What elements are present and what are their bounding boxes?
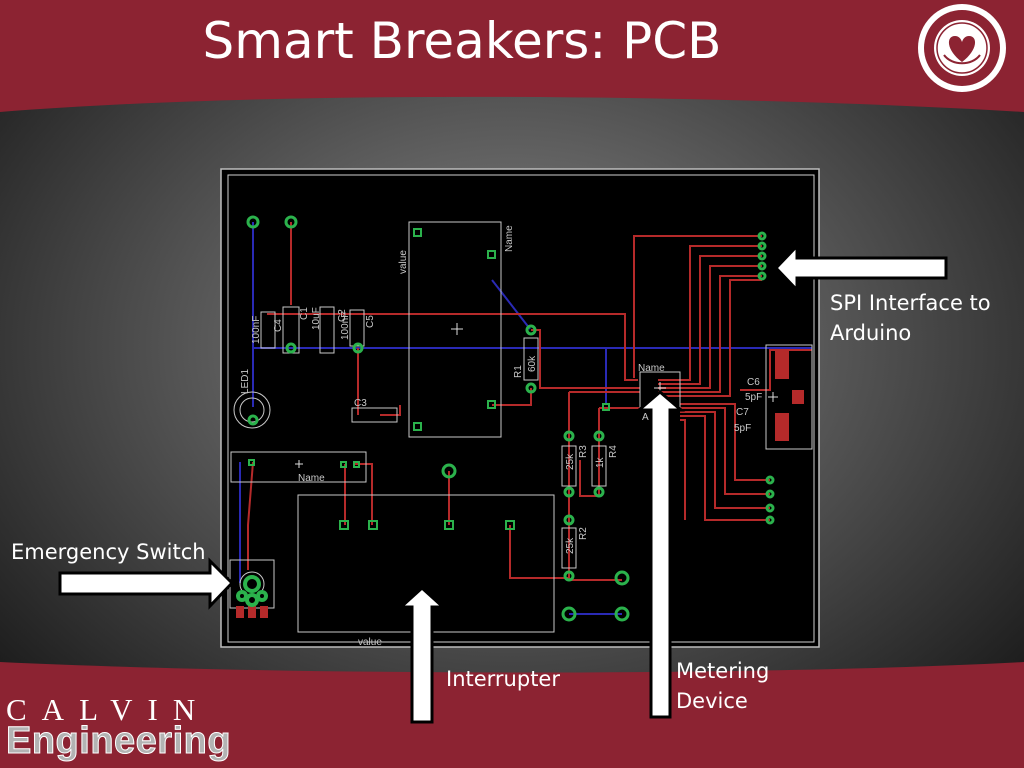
- metering-callout-line1: Metering: [676, 659, 770, 683]
- pcb-board: Name value R1 60k LED1 100nF C4 C1 10uF …: [220, 168, 820, 648]
- silk-chip-name: Name: [638, 363, 665, 374]
- spi-callout-label: SPI Interface to Arduino: [830, 288, 991, 348]
- square-pads: [248, 228, 610, 530]
- silk-led1: LED1: [240, 369, 251, 394]
- silk-c4: C4: [273, 319, 284, 332]
- silk-r3-value: 25k: [565, 453, 576, 470]
- silk-r1-value: 60k: [527, 355, 538, 372]
- silk-c7: C7: [736, 407, 749, 418]
- metering-arrow: [634, 390, 686, 719]
- spi-callout-line2: Arduino: [830, 321, 912, 345]
- silk-value-bottom: value: [358, 637, 382, 648]
- silk-c7-value: 5pF: [734, 423, 751, 434]
- silk-c2-value: 100nF: [340, 312, 351, 340]
- silk-r4-value: 1k: [595, 456, 606, 468]
- silk-c4-value: 100nF: [251, 316, 262, 344]
- silk-r2: R2: [578, 527, 589, 540]
- metering-callout-label: Metering Device: [676, 656, 769, 716]
- silk-r4: R4: [608, 445, 619, 458]
- header-band: [0, 0, 1024, 112]
- spi-callout-line1: SPI Interface to: [830, 291, 991, 315]
- footer-band: [0, 662, 1024, 768]
- silk-value-top: value: [398, 250, 409, 274]
- pcb-pads: [246, 215, 775, 622]
- component-outlines: [229, 221, 813, 633]
- silk-r3: R3: [578, 445, 589, 458]
- silk-c3: C3: [354, 398, 367, 409]
- switch-pad: [236, 575, 268, 607]
- silk-c6: C6: [747, 377, 760, 388]
- smd-pads: [236, 351, 804, 618]
- silk-chip-a: A: [642, 412, 649, 423]
- silk-c2: C2: [337, 309, 348, 322]
- emergency-callout-label: Emergency Switch: [11, 540, 206, 564]
- silk-c5: C5: [365, 315, 376, 328]
- logo-engineering: Engineering: [5, 720, 232, 763]
- silk-switch-name: Name: [298, 473, 325, 484]
- spi-arrow: [773, 242, 948, 294]
- silk-name-top: Name: [504, 225, 515, 252]
- logo-calvin: CALVIN: [6, 692, 211, 727]
- silk-c6-value: 5pF: [745, 392, 762, 403]
- metering-callout-line2: Device: [676, 689, 748, 713]
- interrupter-callout-label: Interrupter: [446, 667, 560, 691]
- silk-r2-value: 25k: [565, 537, 576, 554]
- red-traces: [247, 222, 812, 581]
- college-seal: [918, 4, 1006, 92]
- silk-c1: C1: [299, 307, 310, 320]
- interrupter-arrow: [397, 585, 447, 724]
- slide-title: Smart Breakers: PCB: [202, 12, 722, 70]
- emergency-arrow: [58, 557, 235, 610]
- blue-traces: [239, 222, 812, 615]
- silk-c1-value: 10uF: [311, 307, 322, 330]
- silk-r1: R1: [513, 365, 524, 378]
